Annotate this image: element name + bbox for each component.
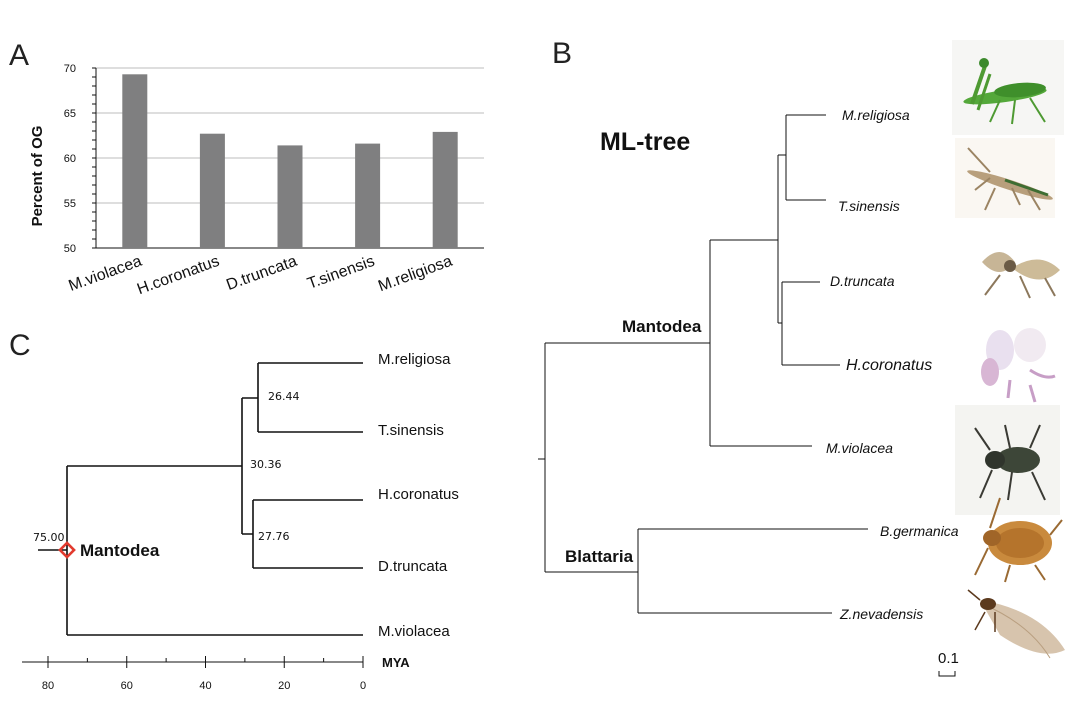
time-tick-label: 60 — [121, 680, 133, 692]
mantis-truncata-image — [965, 240, 1065, 310]
time-tick-label: 0 — [360, 680, 366, 692]
y-tick-label: 55 — [64, 198, 76, 210]
bar — [432, 131, 458, 248]
panel-letter-b: B — [552, 37, 572, 70]
x-tick-label: M.religiosa — [376, 253, 455, 295]
leaf-label: D.truncata — [830, 273, 895, 289]
time-tree: M.religiosa T.sinensis H.coronatus D.tru… — [22, 351, 459, 692]
insect-images — [952, 40, 1065, 659]
y-axis-title: Percent of OG — [29, 126, 46, 227]
termite-nevadensis-image — [967, 589, 1065, 659]
leaf-label: M.religiosa — [842, 107, 910, 123]
insect-violacea-image — [955, 405, 1060, 515]
time-axis-ticks: 80 60 40 20 0 — [42, 656, 366, 692]
mantis-sinensis-image — [955, 138, 1055, 218]
calibration-marker — [58, 541, 76, 559]
time-tick-label: 80 — [42, 680, 54, 692]
y-tick-label: 60 — [64, 153, 76, 165]
leaf-label: T.sinensis — [378, 422, 444, 439]
node-age: 75.00 — [33, 531, 65, 544]
y-tick-label: 70 — [64, 63, 76, 75]
leaf-label: M.violacea — [826, 440, 893, 456]
bars — [122, 74, 458, 248]
bar — [277, 145, 303, 248]
leaf-label: D.truncata — [378, 558, 448, 575]
scale-bar — [938, 671, 956, 677]
leaf-label: B.germanica — [880, 523, 959, 539]
clade-label-blattaria: Blattaria — [565, 547, 634, 566]
node-age: 26.44 — [268, 390, 300, 403]
bar — [122, 74, 148, 248]
cockroach-germanica-image — [974, 497, 1063, 583]
time-tick-label: 40 — [199, 680, 211, 692]
scale-bar-label: 0.1 — [938, 650, 959, 667]
x-tick-label: M.violacea — [66, 253, 144, 295]
bar — [199, 133, 225, 248]
x-tick-label: T.sinensis — [305, 253, 377, 293]
x-tick-label: H.coronatus — [135, 253, 222, 298]
leaf-label: M.violacea — [378, 623, 450, 640]
time-tick-label: 20 — [278, 680, 290, 692]
tree-branches — [538, 114, 868, 614]
x-tick-label: D.truncata — [224, 253, 299, 294]
leaf-label: Z.nevadensis — [839, 606, 923, 622]
bar — [355, 143, 381, 248]
leaf-label: T.sinensis — [838, 198, 900, 214]
node-age: 30.36 — [250, 458, 282, 471]
clade-label-mantodea: Mantodea — [622, 317, 702, 336]
tree-branches — [38, 362, 363, 636]
clade-label-mantodea: Mantodea — [80, 541, 160, 560]
ml-tree: M.religiosa T.sinensis D.truncata H.coro… — [538, 107, 959, 677]
tree-title: ML-tree — [600, 128, 690, 156]
mantis-religiosa-image — [952, 40, 1064, 135]
y-tick-label: 65 — [64, 108, 76, 120]
mantis-coronatus-image — [960, 325, 1065, 405]
leaf-label: H.coronatus — [846, 357, 932, 374]
node-age: 27.76 — [258, 530, 290, 543]
time-axis-label: MYA — [382, 655, 410, 670]
panel-letter-a: A — [9, 39, 29, 72]
panel-letter-c: C — [9, 329, 31, 362]
y-tick-label: 50 — [64, 243, 76, 255]
leaf-label: M.religiosa — [378, 351, 451, 368]
leaf-label: H.coronatus — [378, 486, 459, 503]
